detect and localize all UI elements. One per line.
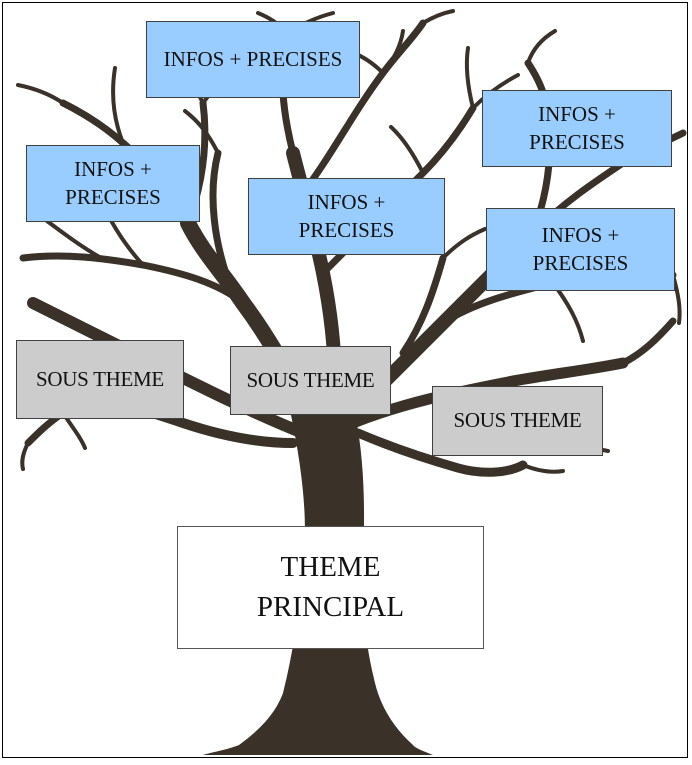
branch: [526, 29, 557, 65]
detail-box: INFOS + PRECISES: [482, 90, 672, 167]
branch: [299, 19, 427, 197]
diagram-frame: INFOS + PRECISES INFOS + PRECISES INFOS …: [2, 2, 688, 758]
branch: [421, 9, 455, 25]
main-theme-box: THEME PRINCIPAL: [177, 526, 484, 649]
branch: [41, 216, 105, 261]
branch: [441, 227, 487, 260]
sub-theme-box: SOUS THEME: [230, 346, 391, 415]
branch: [399, 254, 447, 357]
tree-roots: [203, 745, 433, 755]
branch: [111, 66, 125, 145]
branch: [16, 83, 65, 105]
detail-box: INFOS + PRECISES: [248, 178, 445, 255]
branch: [551, 281, 585, 343]
branch: [20, 441, 30, 471]
branch: [471, 73, 520, 110]
branch: [389, 125, 425, 175]
detail-box: INFOS + PRECISES: [146, 21, 360, 98]
detail-box: INFOS + PRECISES: [486, 208, 675, 291]
branch: [381, 29, 405, 75]
detail-box: INFOS + PRECISES: [26, 145, 200, 222]
branch: [183, 109, 220, 155]
branch: [619, 317, 677, 367]
branch: [521, 463, 565, 474]
sub-theme-box: SOUS THEME: [16, 340, 184, 419]
branch: [209, 149, 237, 297]
branch: [353, 428, 528, 477]
branch: [464, 46, 475, 110]
sub-theme-box: SOUS THEME: [432, 386, 603, 456]
